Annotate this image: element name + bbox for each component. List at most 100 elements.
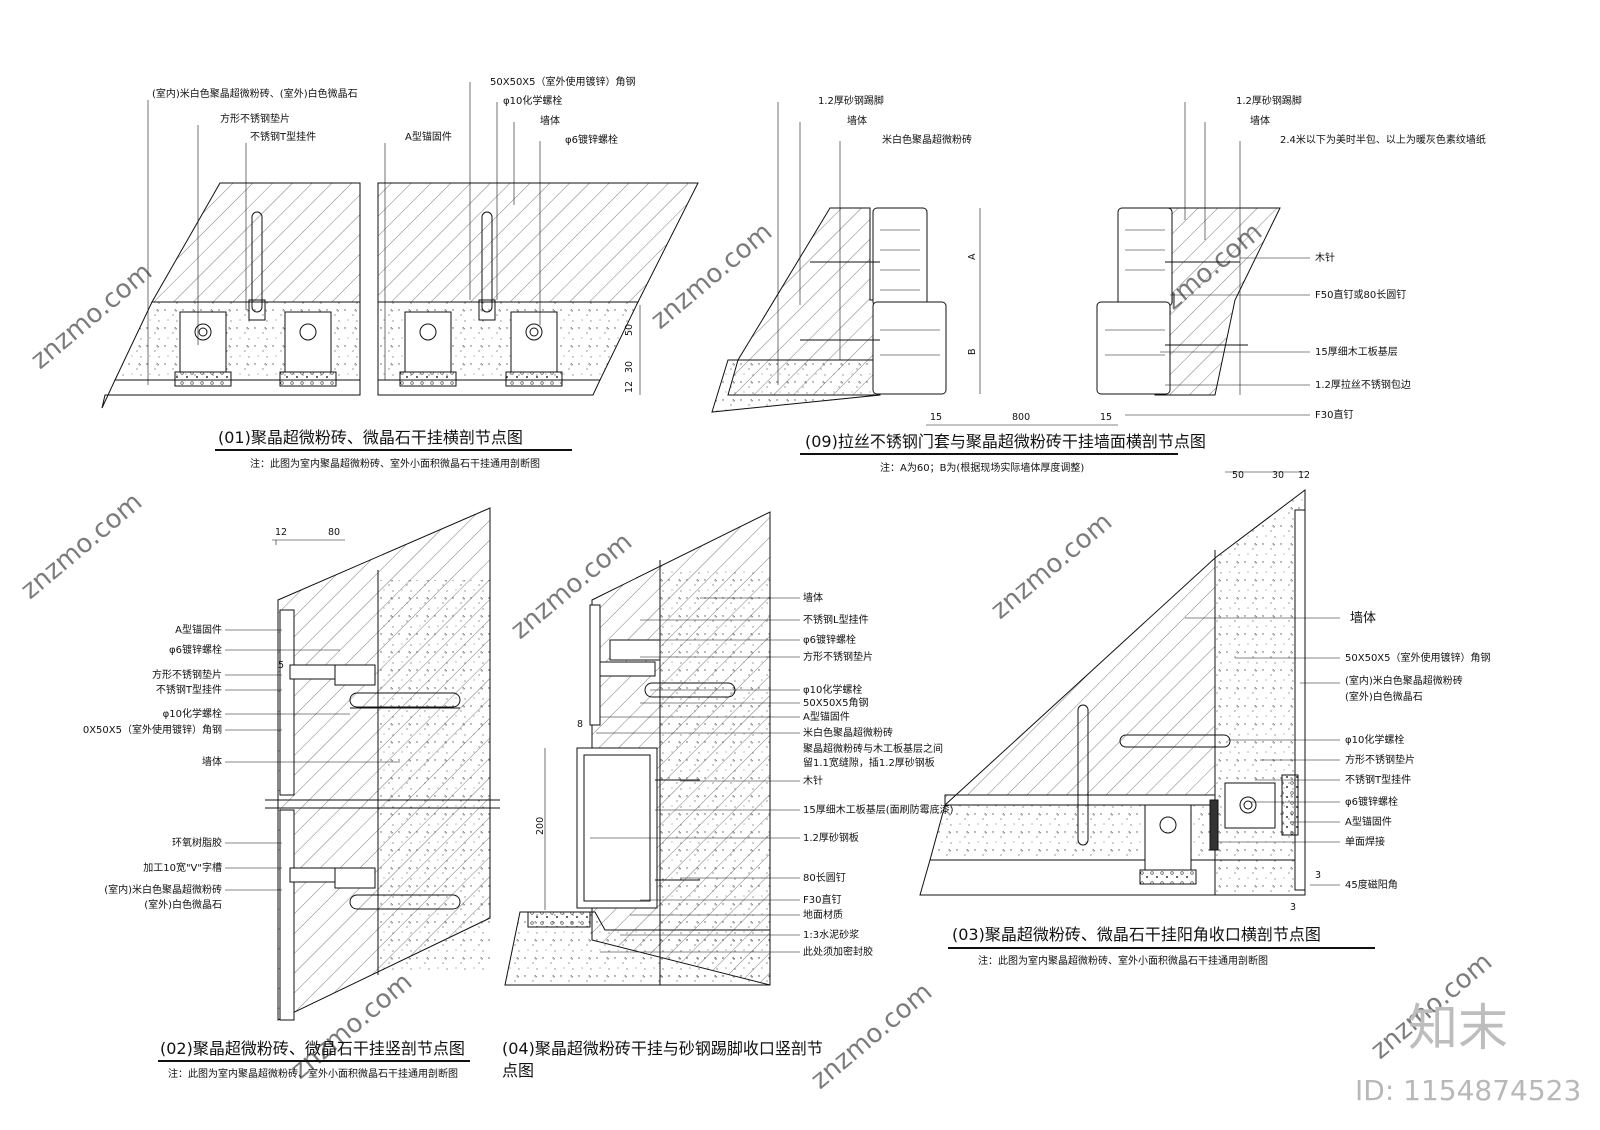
- label: 加工10宽"V"字槽: [143, 861, 222, 874]
- label: 不锈钢T型挂件: [250, 130, 316, 143]
- watermark-text: znzmo.com: [15, 487, 148, 605]
- detail-title-line2: 点图: [502, 1061, 534, 1080]
- detail-note: 注：A为60；B为(根据现场实际墙体厚度调整): [880, 461, 1084, 474]
- image-id: ID: 1154874523: [1355, 1074, 1581, 1107]
- label: 方形不锈钢垫片: [220, 112, 290, 125]
- dimension: 12: [275, 527, 287, 538]
- label: A型锚固件: [175, 623, 222, 636]
- label: 80长圆钉: [803, 872, 846, 884]
- label: 米白色聚晶超微粉砖: [803, 726, 893, 739]
- label: 1.2厚拉丝不锈钢包边: [1315, 378, 1411, 391]
- detail-title: (09)拉丝不锈钢门套与聚晶超微粉砖干挂墙面横剖节点图: [805, 432, 1206, 451]
- anchor-block: [1224, 782, 1276, 829]
- label: φ10化学螺栓: [803, 683, 862, 696]
- dimension: 3: [1290, 902, 1296, 913]
- label: 方形不锈钢垫片: [152, 668, 222, 681]
- label: (室内)米白色聚晶超微粉砖、(室外)白色微晶石: [152, 87, 358, 100]
- dimension: 3: [1315, 870, 1321, 881]
- brand-watermark: 知末 ID: 1154874523: [1355, 999, 1581, 1107]
- label: 环氧树脂胶: [172, 836, 222, 849]
- dimension: 200: [535, 817, 546, 835]
- label: 墙体: [847, 114, 867, 127]
- detail-note: 注：此图为室内聚晶超微粉砖、室外小面积微晶石干挂通用剖断图: [168, 1067, 458, 1080]
- label: F50直钉或80长圆钉: [1315, 288, 1406, 301]
- label: φ6镀锌螺栓: [565, 133, 618, 146]
- label: φ10化学螺栓: [1345, 733, 1404, 746]
- label: 聚晶超微粉砖与木工板基层之间: [803, 742, 943, 755]
- detail-title: (01)聚晶超微粉砖、微晶石干挂横剖节点图: [218, 428, 523, 447]
- label: 1:3水泥砂浆: [803, 928, 859, 941]
- label: 不锈钢T型挂件: [156, 683, 222, 696]
- dimension: 12: [1298, 470, 1310, 481]
- label: 1.2厚砂钢板: [803, 831, 859, 844]
- anchor-block: [510, 311, 558, 373]
- dimension: 50: [1232, 470, 1244, 481]
- label: 米白色聚晶超微粉砖: [882, 133, 972, 146]
- door-frame-part: [1117, 207, 1173, 307]
- label: (室外)白色微晶石: [144, 898, 222, 911]
- label: φ10化学螺栓: [163, 707, 222, 720]
- dimension: 5: [278, 660, 284, 671]
- dimension: 50: [624, 324, 635, 336]
- anchor-block: [404, 311, 452, 373]
- label: 木针: [1315, 251, 1335, 264]
- door-frame-part: [872, 301, 947, 395]
- label: 墙体: [803, 591, 823, 604]
- dimension: 15: [1100, 412, 1112, 423]
- label: 2.4米以下为美时半包、以上为暖灰色素纹墙纸: [1280, 133, 1486, 146]
- detail-note: 注：此图为室内聚晶超微粉砖、室外小面积微晶石干挂通用剖断图: [978, 954, 1268, 967]
- label: 方形不锈钢垫片: [1345, 753, 1415, 766]
- label: 15厚细木工板基层: [1315, 345, 1398, 358]
- label: φ6镀锌螺栓: [803, 633, 856, 646]
- label: 1.2厚砂钢踢脚: [818, 94, 884, 107]
- dimension: B: [967, 348, 978, 355]
- brand-logo-text: 知末: [1408, 999, 1508, 1057]
- dimension: 30: [1272, 470, 1284, 481]
- label: 50X50X5（室外使用镀锌）角钢: [1345, 651, 1491, 664]
- label: 单面焊接: [1345, 835, 1385, 848]
- label: 地面材质: [803, 908, 843, 921]
- detail-04: 200 8 墙体 不锈钢L型挂件 φ6镀锌螺栓 方形不锈钢垫片 φ10化学螺栓 …: [502, 511, 954, 1080]
- detail-03: 50 30 12 3 3 墙体 50X50X5（室外使用镀锌）角钢 (室内)米白…: [919, 470, 1491, 967]
- label: 方形不锈钢垫片: [803, 650, 873, 663]
- dimension: 30: [624, 361, 635, 373]
- label: 留1.1宽缝隙，插1.2厚砂钢板: [803, 756, 935, 769]
- detail-title: (02)聚晶超微粉砖、微晶石干挂竖剖节点图: [160, 1039, 465, 1058]
- label: F30直钉: [1315, 408, 1353, 421]
- dimension: 8: [577, 719, 583, 730]
- label: A型锚固件: [1345, 815, 1392, 828]
- label: 1.2厚砂钢踢脚: [1236, 94, 1302, 107]
- label: (室外)白色微晶石: [1345, 690, 1423, 703]
- label: 墙体: [1350, 611, 1376, 626]
- label: 50X50X5（室外使用镀锌）角钢: [490, 75, 636, 88]
- detail-09: 1.2厚砂钢踢脚 墙体 米白色聚晶超微粉砖 1.2厚砂钢踢脚 墙体 2.4米以下…: [711, 94, 1486, 474]
- label: 墙体: [202, 755, 222, 768]
- label: (室内)米白色聚晶超微粉砖: [104, 883, 222, 896]
- tile-panel: [279, 809, 295, 1021]
- label: φ6镀锌螺栓: [169, 643, 222, 656]
- label: 50X50X5角钢: [803, 696, 869, 709]
- label: F30直钉: [803, 893, 841, 906]
- label: 不锈钢T型挂件: [1345, 773, 1411, 786]
- watermark-text: znzmo.com: [985, 507, 1118, 625]
- anchor-block: [1144, 804, 1192, 871]
- door-frame-part: [872, 207, 928, 307]
- label: 15厚细木工板基层(面刷防霉底漆): [803, 803, 954, 816]
- detail-title: (04)聚晶超微粉砖干挂与砂钢踢脚收口竖剖节: [502, 1039, 823, 1058]
- skirting-box: [576, 747, 658, 909]
- label: φ10化学螺栓: [503, 94, 562, 107]
- label: A型锚固件: [803, 710, 850, 723]
- watermark-text: znzmo.com: [805, 977, 938, 1095]
- detail-02: 12 80 5 A型锚固件 φ6镀锌螺栓 方形不锈钢垫片 不锈钢T型挂件 φ10…: [83, 507, 500, 1080]
- detail-01: (室内)米白色聚晶超微粉砖、(室外)白色微晶石 方形不锈钢垫片 不锈钢T型挂件 …: [101, 75, 699, 470]
- dimension: A: [967, 253, 978, 260]
- label: 木针: [803, 774, 823, 787]
- tile-panel: [279, 609, 295, 796]
- detail-title: (03)聚晶超微粉砖、微晶石干挂阳角收口横剖节点图: [952, 925, 1321, 944]
- label: A型锚固件: [405, 130, 452, 143]
- door-frame-part: [1096, 301, 1171, 395]
- anchor-block: [284, 311, 332, 373]
- label: 不锈钢L型挂件: [803, 613, 869, 626]
- label: 墙体: [540, 114, 560, 127]
